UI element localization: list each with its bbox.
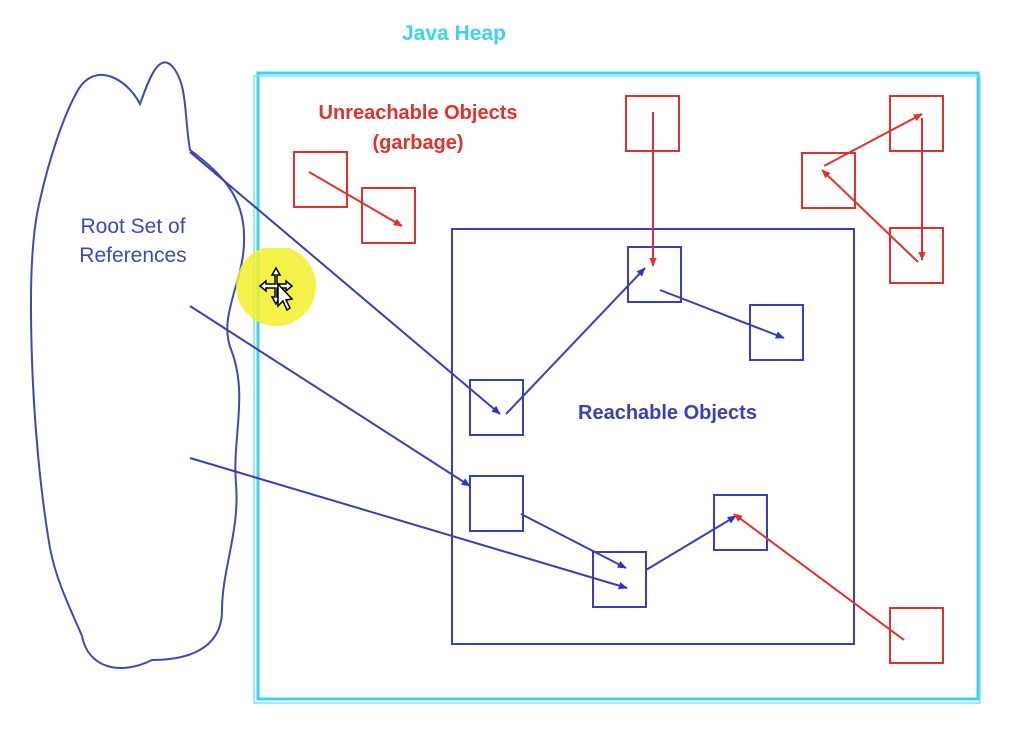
garbage-object [889,607,944,664]
cursor-highlight [234,246,318,332]
unreachable-objects-title: Unreachable Objects [318,102,518,124]
root-set-line-2: References [79,244,187,267]
garbage-reference-arrow [733,513,905,641]
garbage-reference-arrow [821,169,919,263]
garbage-object [293,151,348,208]
garbage-reference-arrow [308,171,403,227]
reference-arrow [645,515,737,571]
java-heap-boundary-inner [253,75,981,704]
reachable-region [451,228,855,645]
move-cursor-icon [258,266,294,312]
garbage-object [361,187,416,244]
reference-arrow [520,513,627,569]
root-reference-arrow [189,457,628,590]
garbage-object [889,95,944,152]
reachable-object [469,475,524,532]
reachable-object [749,304,804,361]
reachable-object [627,246,682,303]
root-reference-arrow [189,151,501,415]
reachable-objects-label: Reachable Objects [578,402,757,424]
reference-arrow [505,267,646,415]
unreachable-objects-label: Unreachable Objects (garbage) [296,98,540,158]
garbage-object [889,227,944,284]
reachable-object [713,494,768,551]
root-set-line-1: Root Set of [80,215,186,238]
garbage-object [801,152,856,209]
reachable-object [592,551,647,608]
java-heap-title: Java Heap [402,22,506,45]
garbage-reference-arrow [823,113,923,167]
root-reference-arrow [189,305,471,487]
reference-arrow [659,289,785,339]
reachable-object [469,379,524,436]
root-set-cloud [29,61,246,669]
root-set-label: Root Set of References [66,212,200,270]
java-heap-boundary [256,71,980,701]
garbage-subtitle: (garbage) [372,132,464,154]
